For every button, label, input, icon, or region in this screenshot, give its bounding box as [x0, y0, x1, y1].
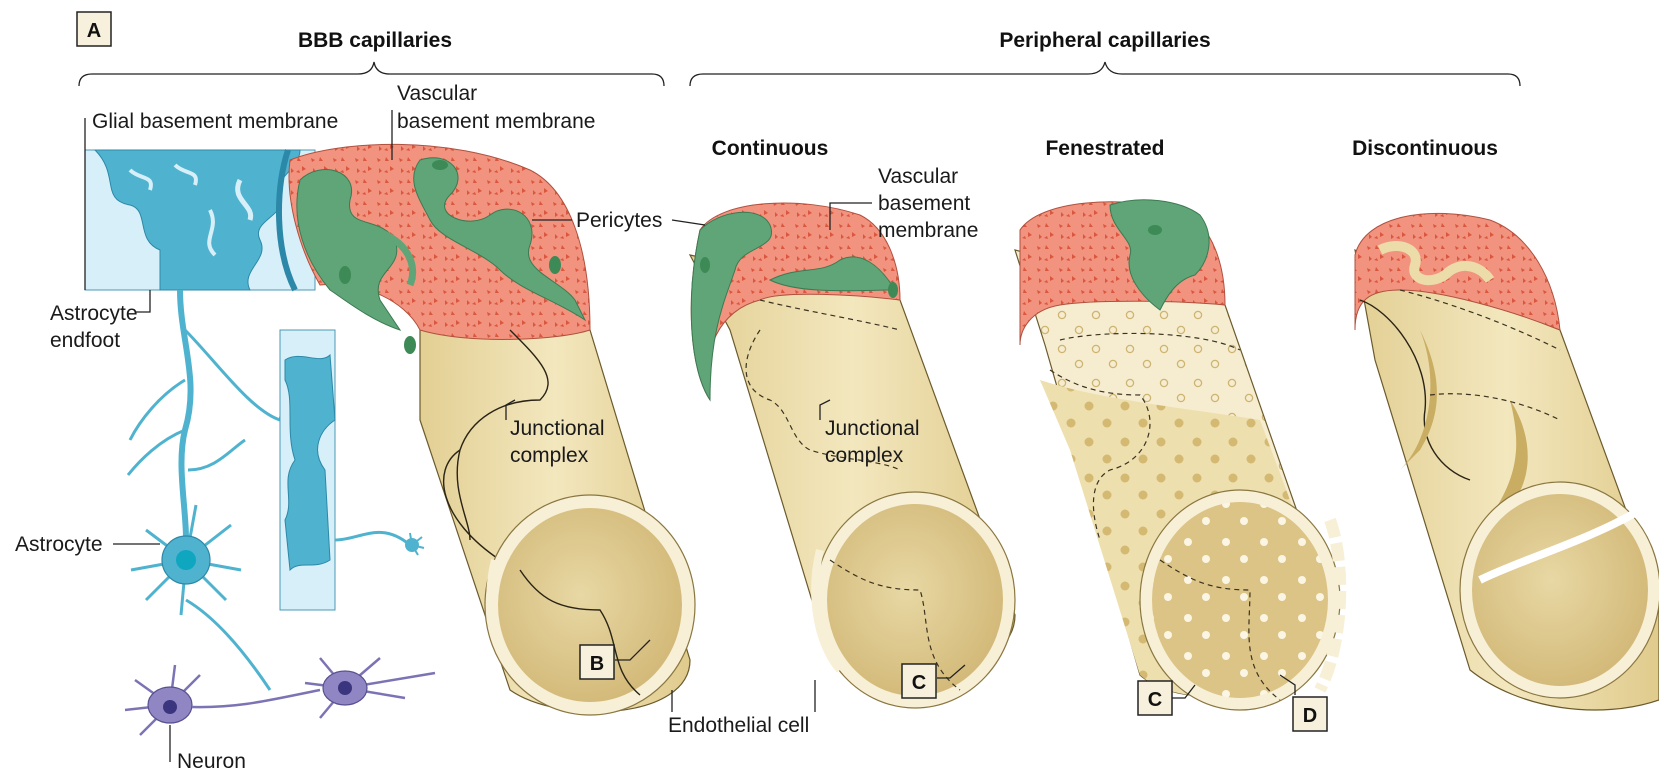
neuron-left: [125, 665, 320, 735]
label-glial-basement-membrane: Glial basement membrane: [92, 110, 338, 133]
label-junctional-complex-1b: complex: [510, 444, 589, 467]
brace-bbb: [79, 62, 664, 86]
callout-b-text: B: [590, 653, 604, 675]
label-astrocyte: Astrocyte: [15, 533, 103, 556]
label-junctional-complex-2b: complex: [825, 444, 904, 467]
glial-strip: [280, 330, 424, 610]
label-endothelial-cell: Endothelial cell: [668, 714, 809, 737]
fenestrated-capillary: [1015, 200, 1340, 710]
label-astrocyte-endfoot-b: endfoot: [50, 329, 120, 352]
header-fenestrated: Fenestrated: [1045, 137, 1164, 160]
header-peripheral-capillaries: Peripheral capillaries: [999, 29, 1210, 52]
header-bbb-capillaries: BBB capillaries: [298, 29, 452, 52]
callout-c2-text: C: [1148, 689, 1162, 711]
astrocyte-cell: [131, 505, 270, 690]
label-vascular-bm-2a: Vascular: [878, 165, 958, 188]
panel-letter-box: A: [77, 12, 111, 46]
leader-endothelial: [672, 680, 815, 712]
label-pericytes: Pericytes: [576, 209, 662, 232]
label-vascular-bm-1b: basement membrane: [397, 110, 595, 133]
brace-peripheral: [690, 62, 1520, 86]
header-discontinuous: Discontinuous: [1352, 137, 1498, 160]
label-vascular-bm-1a: Vascular: [397, 82, 477, 105]
label-junctional-complex-2a: Junctional: [825, 417, 920, 440]
label-vascular-bm-2c: membrane: [878, 219, 978, 242]
label-astrocyte-endfoot-a: Astrocyte: [50, 302, 138, 325]
callout-c1-text: C: [912, 672, 926, 694]
label-neuron: Neuron: [177, 750, 246, 773]
neuron-right: [305, 658, 435, 718]
label-vascular-bm-2b: basement: [878, 192, 970, 215]
discontinuous-capillary: [1355, 213, 1659, 710]
header-continuous: Continuous: [712, 137, 829, 160]
panel-letter: A: [87, 20, 101, 42]
callout-d-text: D: [1303, 705, 1317, 727]
label-junctional-complex-1a: Junctional: [510, 417, 605, 440]
